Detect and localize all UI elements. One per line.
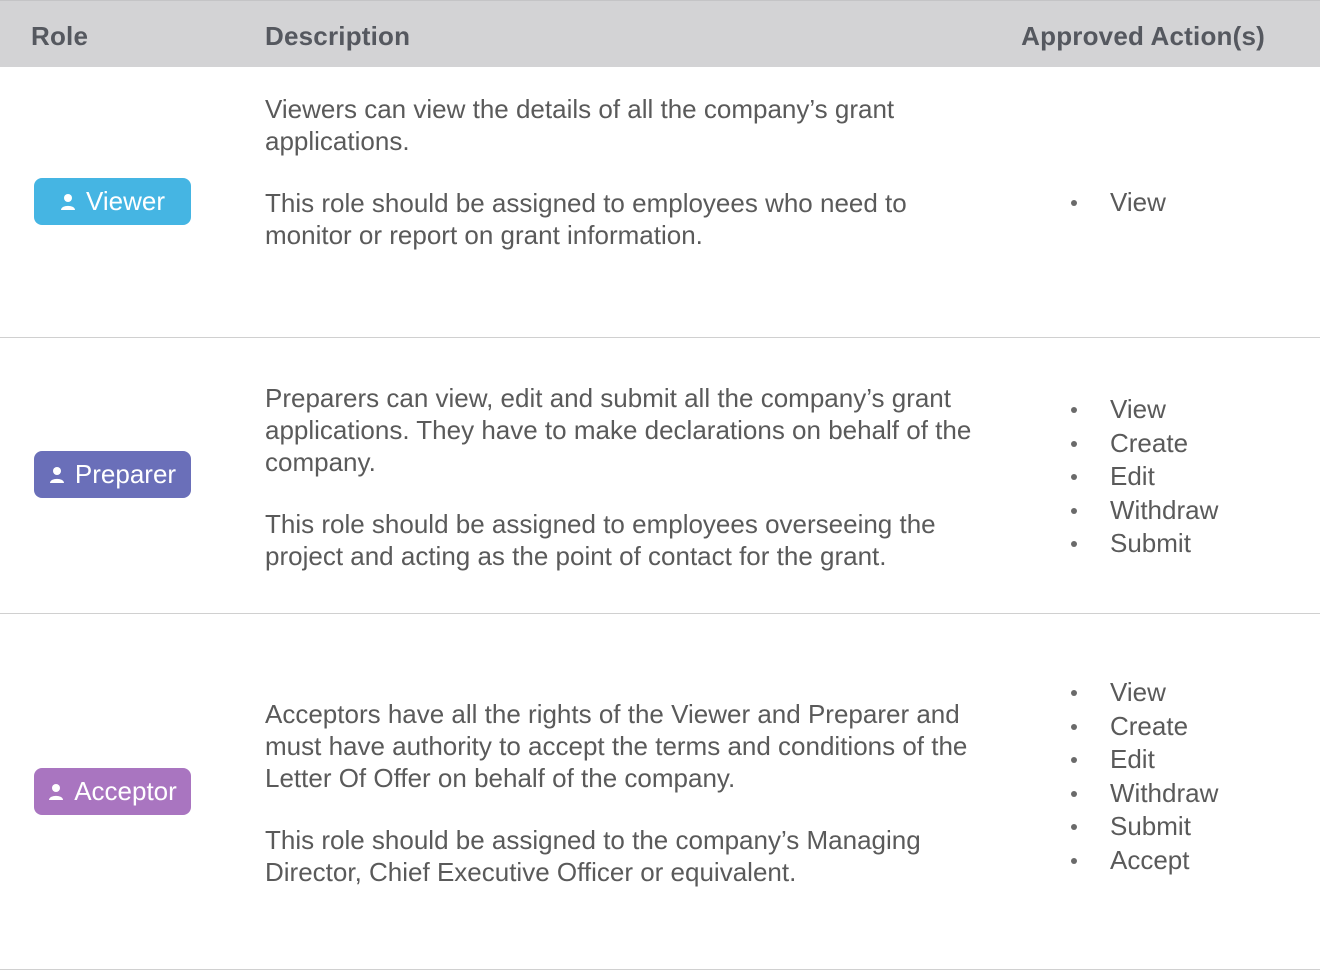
list-item: View xyxy=(1062,393,1218,427)
description-paragraph: This role should be assigned to the comp… xyxy=(265,825,921,887)
bullet-icon xyxy=(1071,200,1077,206)
action-label: View xyxy=(1110,187,1166,217)
description-paragraph: Preparers can view, edit and submit all … xyxy=(265,383,972,477)
action-label: Edit xyxy=(1110,461,1155,492)
list-item: Edit xyxy=(1062,743,1218,777)
role-description: Preparers can view, edit and submit all … xyxy=(265,382,985,572)
list-item: Edit xyxy=(1062,460,1218,494)
user-icon xyxy=(48,783,64,801)
action-label: Withdraw xyxy=(1110,494,1219,525)
bullet-icon xyxy=(1071,690,1077,696)
list-item: Accept xyxy=(1062,844,1218,878)
list-item: Withdraw xyxy=(1062,494,1218,528)
bullet-icon xyxy=(1071,723,1077,730)
role-description: Viewers can view the details of all the … xyxy=(265,93,985,251)
role-description: Acceptors have all the rights of the Vie… xyxy=(265,698,985,888)
list-item: Submit xyxy=(1062,527,1218,561)
bullet-icon xyxy=(1071,790,1077,797)
role-badge-label: Acceptor xyxy=(74,776,177,806)
user-icon xyxy=(49,466,65,484)
description-paragraph: This role should be assigned to employee… xyxy=(265,509,936,571)
user-icon xyxy=(60,193,76,211)
bullet-icon xyxy=(1071,440,1077,447)
role-badge-viewer: Viewer xyxy=(34,178,191,225)
role-badge-acceptor: Acceptor xyxy=(34,768,191,815)
list-item: View xyxy=(1062,676,1218,710)
action-label: Accept xyxy=(1110,844,1190,875)
table-header: Role Description Approved Action(s) xyxy=(0,0,1320,67)
list-item: Submit xyxy=(1062,810,1218,844)
action-label: Create xyxy=(1110,710,1189,741)
table-row-viewer: Viewer Viewers can view the details of a… xyxy=(0,67,1320,338)
role-badge-label: Viewer xyxy=(85,186,165,216)
action-label: View xyxy=(1110,677,1166,707)
approved-actions-list: View Create Edit Withdraw Submit xyxy=(1062,393,1218,561)
table-row-acceptor: Acceptor Acceptors have all the rights o… xyxy=(0,614,1320,970)
bullet-icon xyxy=(1071,474,1077,481)
column-header-description: Description xyxy=(265,21,411,51)
bullet-icon xyxy=(1071,857,1077,864)
bullet-icon xyxy=(1071,407,1077,413)
list-item: Withdraw xyxy=(1062,777,1218,811)
approved-actions-list: View xyxy=(1062,186,1166,220)
bullet-icon xyxy=(1071,824,1077,831)
column-header-role: Role xyxy=(31,21,89,51)
list-item: View xyxy=(1062,186,1166,220)
table-row-preparer: Preparer Preparers can view, edit and su… xyxy=(0,338,1320,614)
action-label: Submit xyxy=(1110,811,1191,842)
bullet-icon xyxy=(1071,757,1077,764)
list-item: Create xyxy=(1062,427,1218,461)
role-badge-preparer: Preparer xyxy=(34,451,191,498)
column-header-approved-actions: Approved Action(s) xyxy=(1021,21,1265,51)
description-paragraph: This role should be assigned to employee… xyxy=(265,188,907,250)
description-paragraph: Acceptors have all the rights of the Vie… xyxy=(265,699,968,793)
action-label: Edit xyxy=(1110,744,1155,775)
list-item: Create xyxy=(1062,710,1218,744)
bullet-icon xyxy=(1071,507,1077,514)
description-paragraph: Viewers can view the details of all the … xyxy=(265,94,895,156)
action-label: Submit xyxy=(1110,528,1191,559)
action-label: Create xyxy=(1110,427,1189,458)
action-label: Withdraw xyxy=(1110,777,1219,808)
approved-actions-list: View Create Edit Withdraw Submit Accept xyxy=(1062,676,1218,878)
role-badge-label: Preparer xyxy=(74,459,177,489)
bullet-icon xyxy=(1071,541,1077,548)
action-label: View xyxy=(1110,394,1166,424)
